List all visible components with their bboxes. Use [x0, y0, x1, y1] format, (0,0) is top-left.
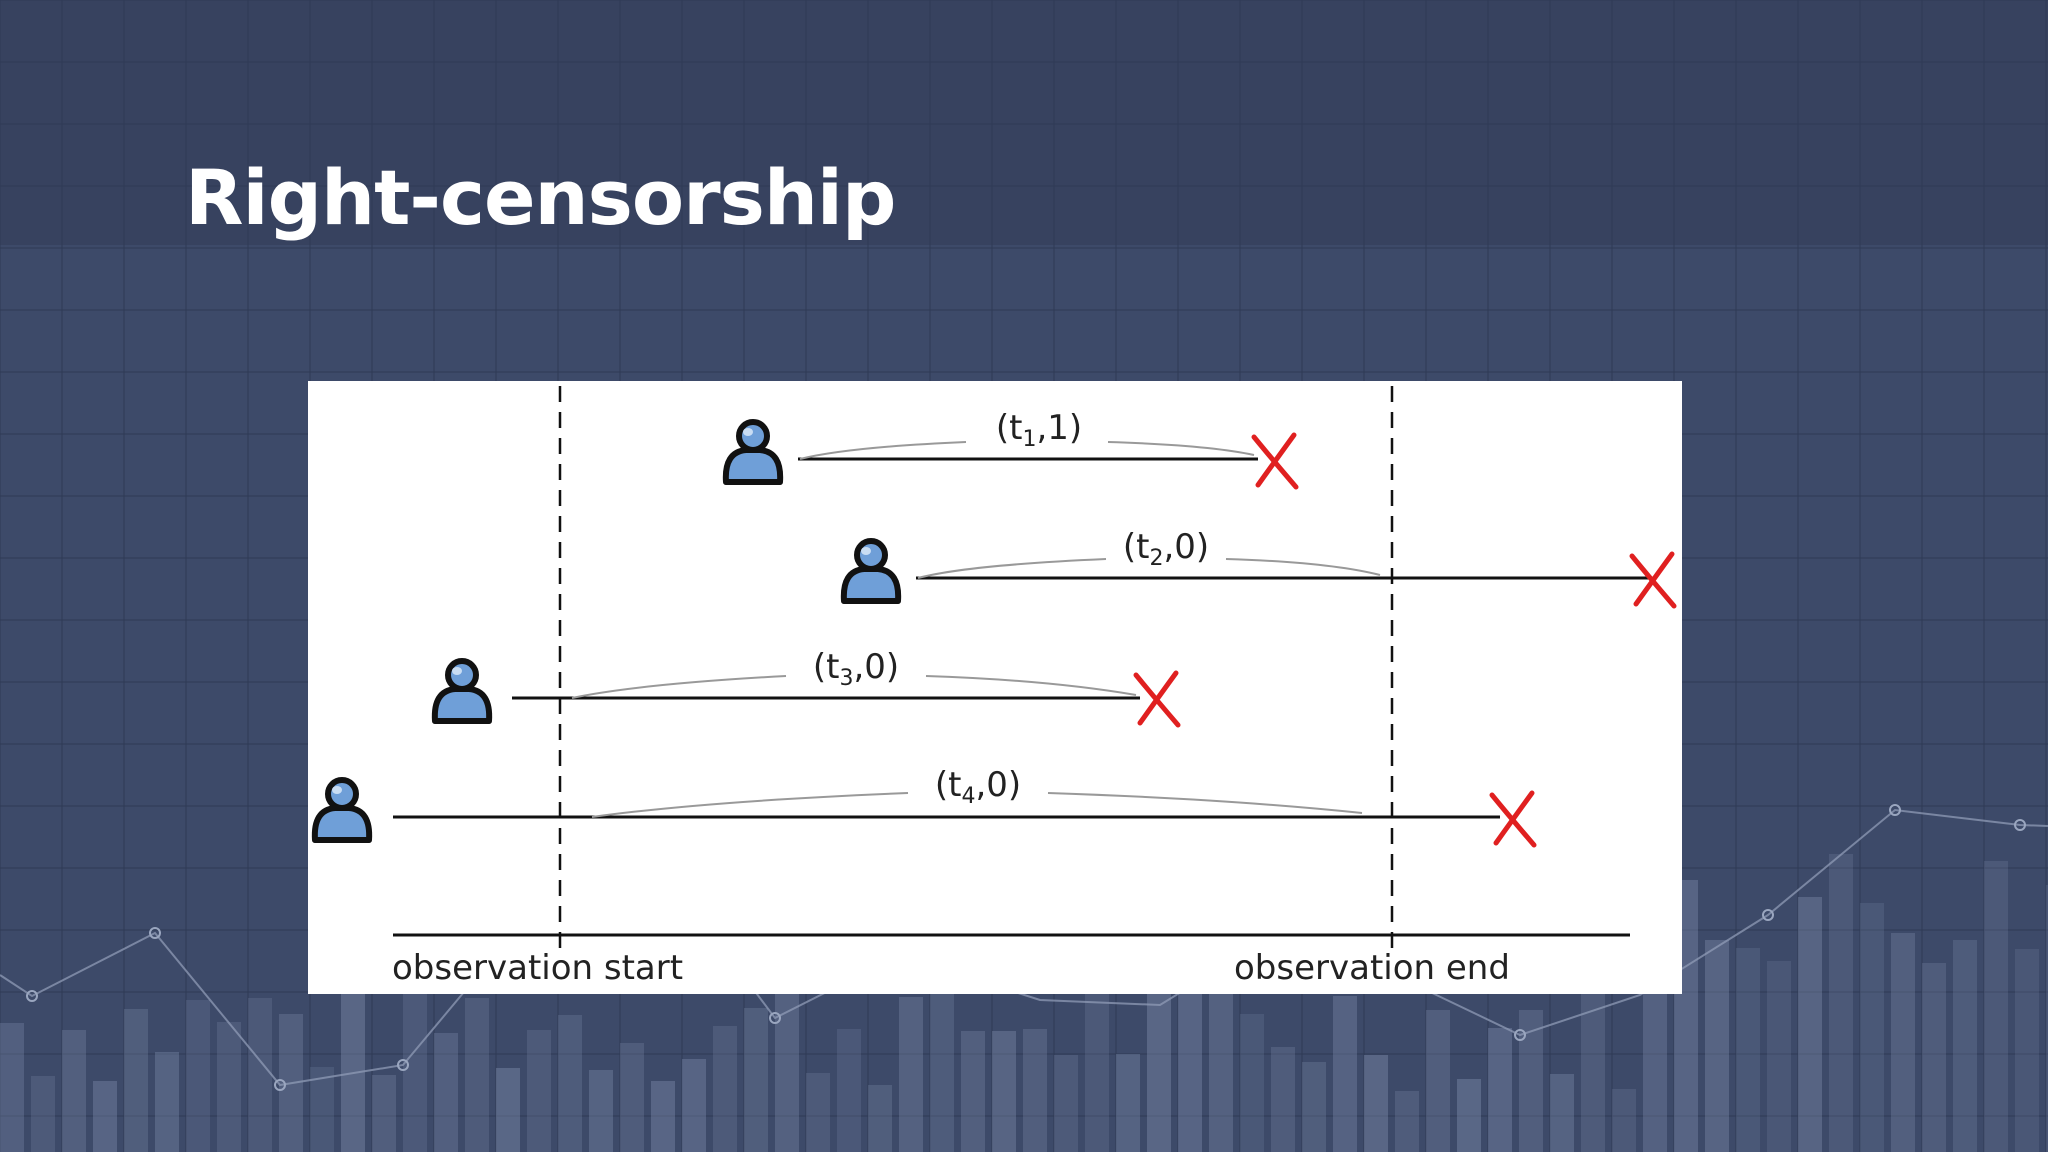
background-bar: [1395, 1091, 1419, 1152]
duration-brace: [917, 558, 1381, 579]
background-bar: [2015, 949, 2039, 1152]
subject-row-1: (t1,1): [726, 408, 1296, 487]
background-bar: [310, 1067, 334, 1152]
background-bar: [31, 1076, 55, 1152]
background-bar: [806, 1073, 830, 1152]
duration-brace: [571, 675, 1137, 699]
subject-row-2: (t2,0): [844, 527, 1674, 606]
background-bar: [1581, 967, 1605, 1152]
background-bar: [1023, 1029, 1047, 1152]
duration-brace: [799, 441, 1255, 460]
background-bar: [1829, 854, 1853, 1152]
subject-label: (t2,0): [1123, 527, 1209, 571]
background-bars: [0, 854, 2048, 1152]
background-bar: [62, 1030, 86, 1152]
trend-dot: [26, 990, 38, 1002]
subject-label: (t4,0): [935, 765, 1021, 809]
background-bar: [651, 1081, 675, 1152]
background-bar: [155, 1052, 179, 1152]
trend-dot: [1762, 909, 1774, 921]
censorship-diagram: observation start observation end (t1,1)…: [308, 386, 1682, 988]
background-bar: [496, 1068, 520, 1152]
background-bar: [744, 1008, 768, 1152]
background-bar: [1209, 987, 1233, 1152]
background-bar: [0, 1023, 24, 1152]
trend-dot: [1889, 804, 1901, 816]
background-bar: [1333, 996, 1357, 1152]
subject-label: (t1,1): [996, 408, 1082, 452]
background-bar: [1116, 1054, 1140, 1152]
background-bar: [248, 998, 272, 1152]
cross-mark-icon: [1136, 673, 1178, 725]
background-bar: [992, 1031, 1016, 1152]
header-band: [0, 0, 2048, 245]
background-bar: [434, 1033, 458, 1152]
subject-row-4: (t4,0): [315, 765, 1534, 845]
background-bar: [558, 1015, 582, 1152]
background-bar: [1736, 948, 1760, 1152]
background-bar: [1798, 897, 1822, 1152]
cross-mark-icon: [1492, 793, 1534, 845]
background-bar: [1705, 940, 1729, 1152]
trend-dot: [2014, 819, 2026, 831]
background-bar: [1364, 1055, 1388, 1152]
background-bar: [1984, 861, 2008, 1152]
background-bar: [1488, 1028, 1512, 1152]
person-icon: [726, 422, 780, 482]
background-bar: [899, 997, 923, 1152]
background-bar: [1922, 963, 1946, 1152]
background-bar: [620, 1043, 644, 1152]
background-bar: [1085, 988, 1109, 1152]
background-bar: [837, 1029, 861, 1152]
observation-end-label: observation end: [1234, 948, 1510, 988]
trend-dot: [1514, 1029, 1526, 1041]
background-bar: [1643, 993, 1667, 1152]
background-bar: [1240, 1014, 1264, 1152]
cross-mark-icon: [1632, 554, 1674, 606]
trend-dot: [149, 927, 161, 939]
duration-brace: [591, 792, 1363, 818]
background-bar: [961, 1031, 985, 1152]
background-trend-dots: [26, 804, 2026, 1091]
person-icon: [435, 661, 489, 721]
cross-mark-icon: [1254, 435, 1296, 487]
background-bar: [1271, 1047, 1295, 1152]
trend-dot: [274, 1079, 286, 1091]
background-bar: [372, 1075, 396, 1152]
background-bar: [124, 1009, 148, 1152]
background-bar: [868, 1085, 892, 1152]
background-bar: [1612, 1089, 1636, 1152]
background-bar: [1147, 972, 1171, 1152]
background-bar: [682, 1059, 706, 1152]
background-bar: [1767, 961, 1791, 1152]
background-bar: [1550, 1074, 1574, 1152]
person-icon: [844, 541, 898, 601]
person-icon: [315, 780, 369, 840]
background-bar: [93, 1081, 117, 1152]
background-bar: [1302, 1062, 1326, 1152]
subject-row-3: (t3,0): [435, 647, 1178, 725]
background-bar: [186, 1000, 210, 1152]
background-bar: [527, 1030, 551, 1152]
slide-title: Right-censorship: [185, 153, 896, 242]
background-bar: [713, 1026, 737, 1152]
background-bar: [1426, 1010, 1450, 1152]
background-bar: [465, 998, 489, 1152]
trend-dot: [397, 1059, 409, 1071]
background-bar: [2046, 885, 2048, 1152]
background-bar: [589, 1070, 613, 1152]
background-bar: [1953, 940, 1977, 1152]
background-bar: [1891, 933, 1915, 1152]
subject-label: (t3,0): [813, 647, 899, 691]
background-bar: [1457, 1079, 1481, 1152]
censorship-figure: observation start observation end (t1,1)…: [308, 381, 1682, 994]
trend-dot: [769, 1012, 781, 1024]
observation-start-label: observation start: [392, 948, 683, 988]
background-bar: [1860, 903, 1884, 1152]
background-bar: [1054, 1055, 1078, 1152]
background-bar: [217, 1022, 241, 1152]
